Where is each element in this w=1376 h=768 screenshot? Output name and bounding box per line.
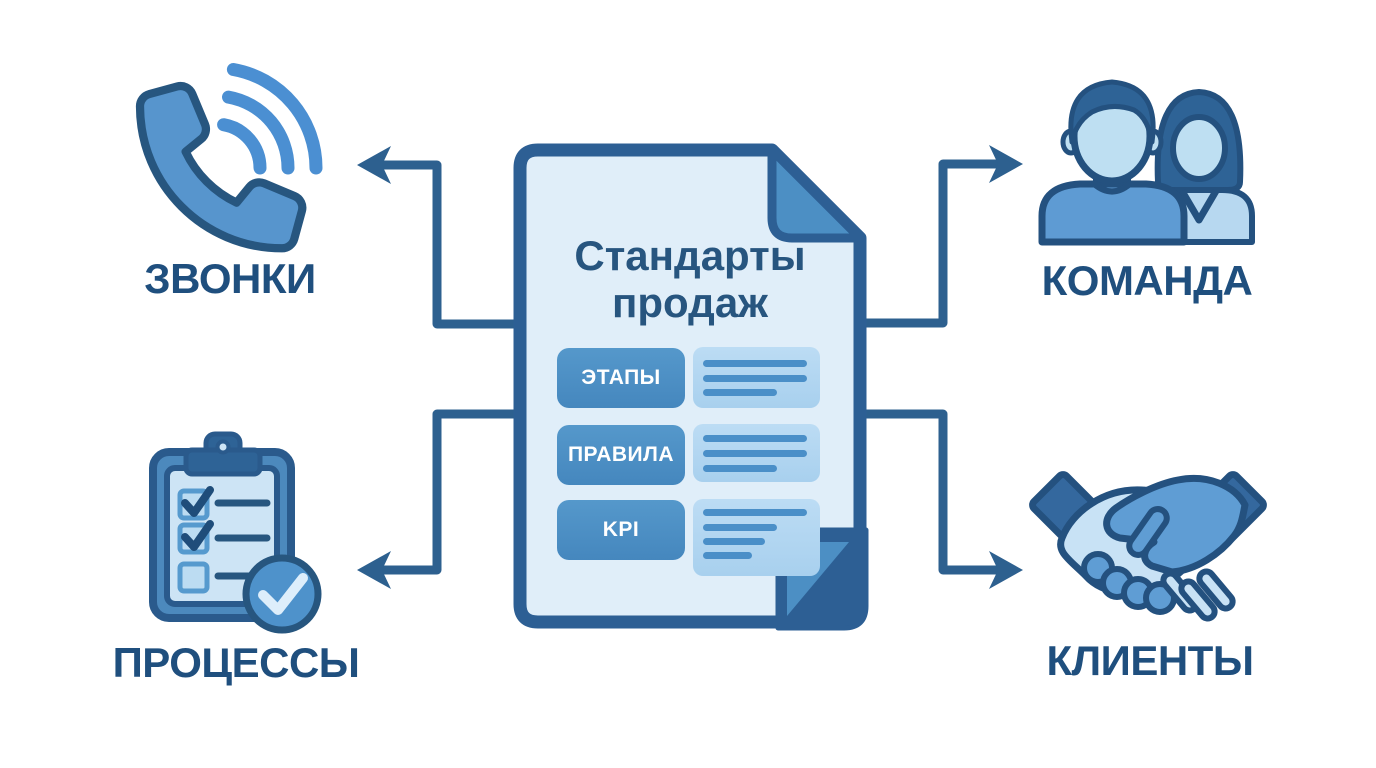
connector-to-clients [858,409,1023,589]
label-team: КОМАНДА [1041,257,1253,304]
arrow-right-icon [989,551,1023,589]
document-title-line1: Стандарты [574,232,806,279]
arrow-left-icon [357,551,391,589]
arrow-right-icon [989,145,1023,183]
checkmark-badge-icon [242,554,322,634]
connector-to-team [858,145,1023,328]
checklist-icon [149,431,322,634]
text-lines-block [693,347,820,408]
text-lines-block [693,424,820,482]
sound-waves-icon [217,63,323,175]
document-title: Стандарты продаж [524,232,856,327]
phone-icon [135,63,323,253]
man-figure [1038,79,1188,246]
handshake-icon [1029,471,1267,622]
label-calls: ЗВОНКИ [144,255,316,302]
label-clients: КЛИЕНТЫ [1046,637,1254,684]
document-title-line2: продаж [612,279,768,327]
section-button-rules: ПРАВИЛА [557,425,685,485]
team-icon [1038,79,1255,246]
connector-to-calls [357,146,520,329]
text-lines-block [693,499,820,576]
section-button-kpi: KPI [557,500,685,560]
connector-to-processes [357,409,520,589]
corner-fold-top-icon [767,145,865,243]
checkbox-rows [177,486,271,594]
label-processes: ПРОЦЕССЫ [112,639,360,686]
section-button-stages: ЭТАПЫ [557,348,685,408]
arrow-left-icon [357,146,391,184]
